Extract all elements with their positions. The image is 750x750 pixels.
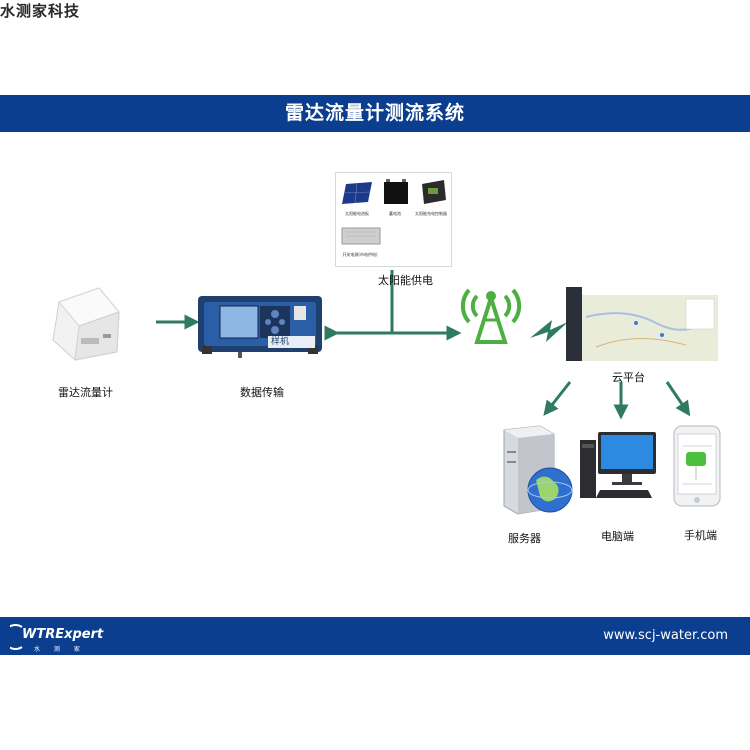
arrow-cloud-to-server <box>543 381 572 416</box>
solar-label: 太阳能供电 <box>378 274 433 287</box>
footer-banner <box>0 617 750 655</box>
wtrexpert-logo-icon <box>10 624 23 650</box>
lightning-link <box>530 320 568 342</box>
arrow-cloud-to-phone <box>665 381 691 417</box>
solar-item-label: 开关电源(市电供电) <box>342 252 378 257</box>
brand-name: 水测家科技 <box>0 2 81 20</box>
cloud-label: 云平台 <box>612 371 645 384</box>
rtu-device-icon <box>198 296 322 358</box>
logo-subtext: 水 测 家 <box>34 646 86 653</box>
solar-item-label: 太阳能充电控制器 <box>415 211 447 216</box>
server-icon <box>503 425 573 515</box>
footer-url[interactable]: www.scj-water.com <box>603 628 728 643</box>
server-label: 服务器 <box>508 532 541 545</box>
solar-components <box>341 179 446 245</box>
pc-label: 电脑端 <box>601 530 634 543</box>
solar-panel-icon <box>342 182 372 204</box>
radar-flowmeter-icon <box>52 287 120 361</box>
battery-icon <box>384 179 408 204</box>
signal-tower-icon <box>460 288 522 344</box>
solar-item-label: 蓄电池 <box>389 211 401 216</box>
transmit-label: 数据传输 <box>240 386 284 399</box>
power-supply-icon <box>341 227 381 245</box>
logo-text: WTRExpert <box>22 627 104 642</box>
device-screen-label: 样机 <box>268 336 315 348</box>
pc-icon <box>580 432 656 498</box>
charge-controller-icon <box>422 180 446 204</box>
phone-label: 手机端 <box>684 529 717 542</box>
diagram-title: 雷达流量计测流系统 <box>284 102 465 124</box>
solar-item-label: 太阳能电池板 <box>345 211 369 216</box>
radar-label: 雷达流量计 <box>58 386 113 399</box>
title-banner <box>0 95 750 132</box>
phone-icon <box>673 425 721 507</box>
cloud-map-icon <box>566 287 718 361</box>
